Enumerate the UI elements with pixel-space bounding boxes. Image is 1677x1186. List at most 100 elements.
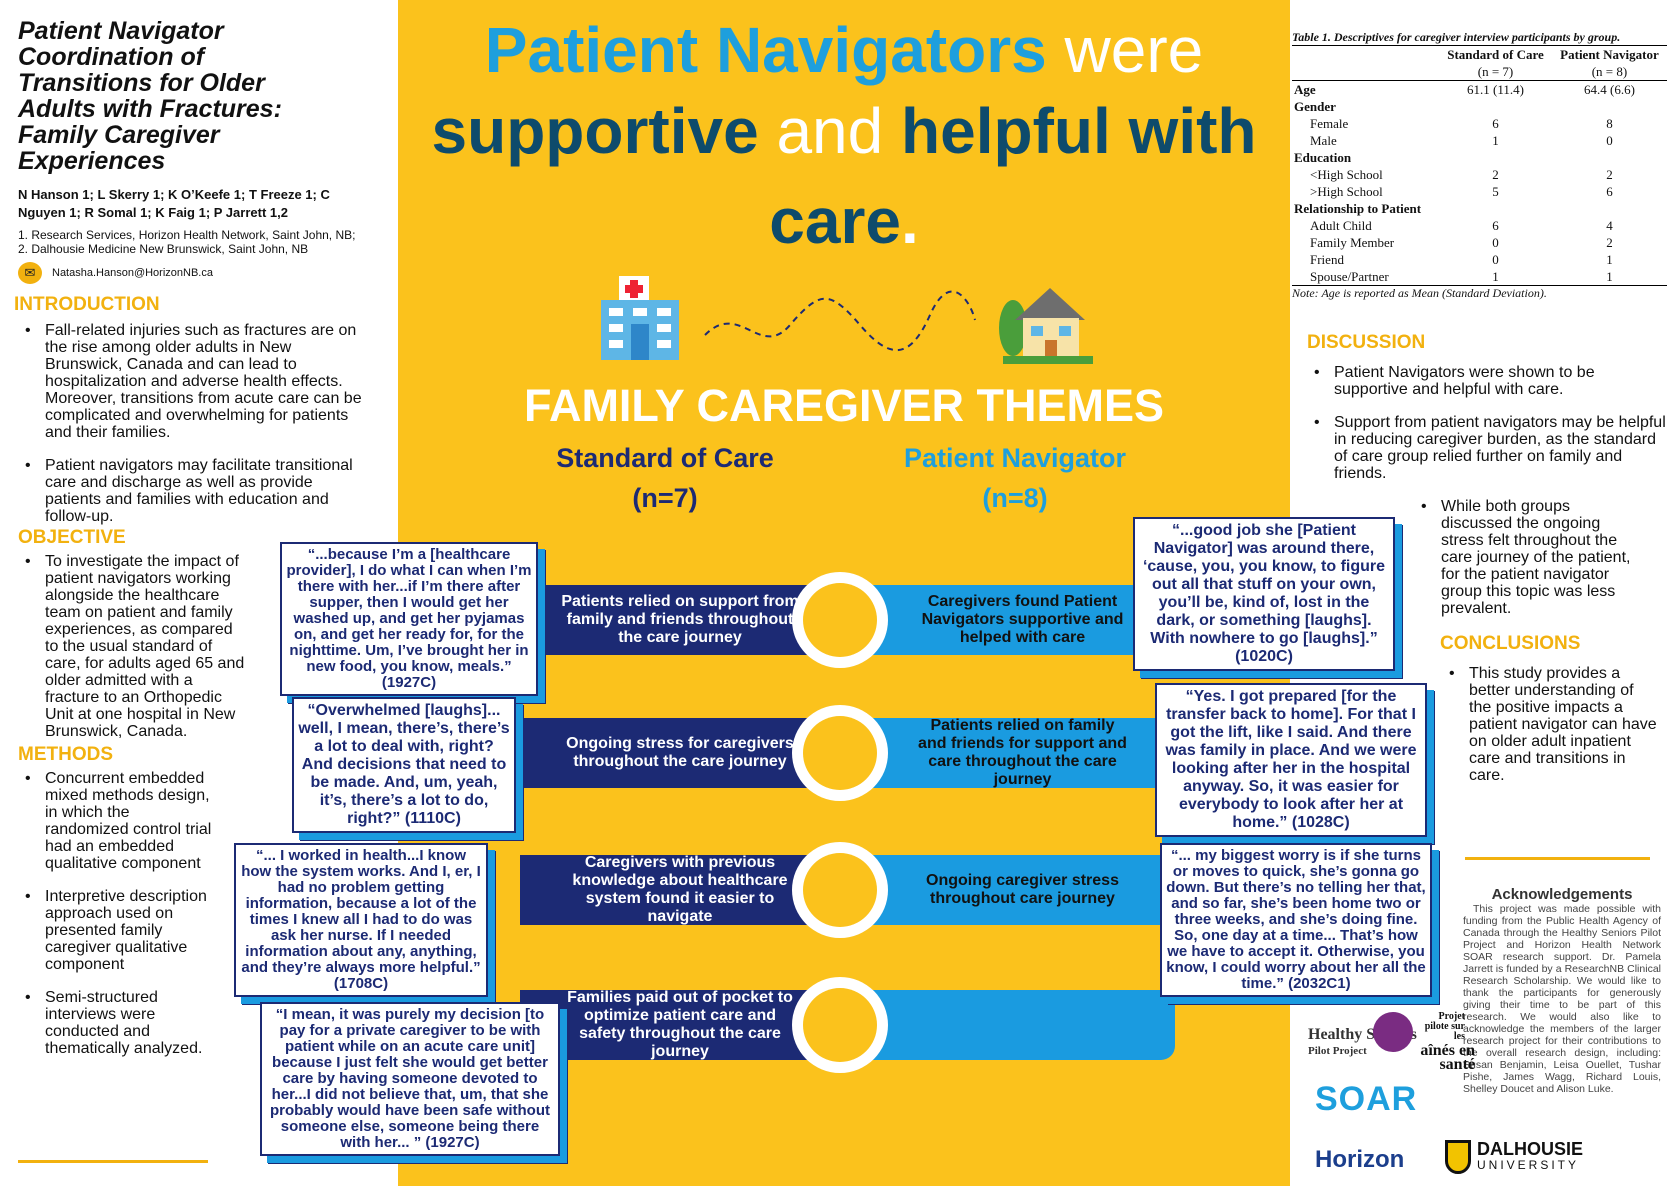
- row-label: Education: [1294, 150, 1352, 165]
- quote-right-3: “... my biggest worry is if she turns or…: [1160, 843, 1432, 997]
- theme-band-right: [840, 990, 1175, 1060]
- theme-right-text: Patients relied on family and friends fo…: [918, 717, 1127, 788]
- soar-logo: SOAR: [1315, 1080, 1418, 1118]
- horizon-logo: Horizon: [1315, 1146, 1405, 1173]
- row-label: Male: [1310, 133, 1337, 148]
- headline-part: .: [900, 185, 919, 257]
- table-row: <High School 2 2: [1292, 166, 1667, 183]
- divider: [1465, 857, 1650, 860]
- cell-pn: 64.4 (6.6): [1583, 82, 1635, 97]
- methods-bullet: Concurrent embedded mixed methods design…: [18, 770, 213, 872]
- headline-part: Patient Navigators: [484, 14, 1047, 86]
- theme-left-text: Ongoing stress for caregivers throughout…: [566, 735, 794, 770]
- hospital-icon: [595, 272, 685, 362]
- logo-text: Projet pilote sur les: [1424, 1011, 1465, 1042]
- methods-heading: METHODS: [18, 744, 113, 765]
- right-column: DISCUSSION Patient Navigators were shown…: [1307, 332, 1667, 800]
- soc-label: Standard of Care: [556, 443, 774, 473]
- cell-soc: 2: [1492, 167, 1499, 182]
- quote-left-4: “I mean, it was purely my decision [to p…: [260, 1002, 560, 1156]
- quote-left-3: “... I worked in health...I know how the…: [234, 843, 488, 997]
- intro-bullet: Fall-related injuries such as fractures …: [18, 322, 363, 441]
- ack-heading: Acknowledgements: [1491, 886, 1633, 903]
- table-row: Gender: [1292, 98, 1667, 115]
- acknowledgements: Acknowledgements This project was made p…: [1463, 886, 1661, 1095]
- table-row: Education: [1292, 149, 1667, 166]
- dashed-path-icon: [700, 290, 980, 365]
- pn-header: Patient Navigator (n=8): [850, 438, 1180, 518]
- cell-soc: 1: [1492, 133, 1499, 148]
- discussion-bullet: Support from patient navigators may be h…: [1307, 414, 1667, 482]
- row-label: >High School: [1310, 184, 1383, 199]
- soc-header: Standard of Care (n=7): [500, 438, 830, 518]
- cell-soc: 0: [1492, 252, 1499, 267]
- cell-soc: 6: [1492, 116, 1499, 131]
- intro-heading: INTRODUCTION: [14, 294, 160, 315]
- cell-pn: 2: [1606, 235, 1613, 250]
- objective-heading: OBJECTIVE: [18, 527, 126, 548]
- theme-right-text: Caregivers found Patient Navigators supp…: [921, 593, 1124, 646]
- cell-pn: 2: [1606, 167, 1613, 182]
- tree-icon: [1373, 1012, 1413, 1052]
- conclusions-bullet: This study provides a better understandi…: [1442, 665, 1657, 784]
- theme-left-text: Patients relied on support from family a…: [561, 593, 799, 646]
- headline-part: and: [758, 95, 901, 167]
- row-label: Female: [1310, 116, 1349, 131]
- logo-text: DALHOUSIE: [1477, 1139, 1584, 1159]
- cell-soc: 0: [1492, 235, 1499, 250]
- discussion-heading: DISCUSSION: [1307, 332, 1426, 353]
- shield-icon: [1445, 1140, 1471, 1174]
- email-link[interactable]: Natasha.Hanson@HorizonNB.ca: [52, 267, 213, 279]
- left-column: Patient Navigator Coordination of Transi…: [14, 18, 362, 1073]
- intro-bullet: Patient navigators may facilitate transi…: [18, 457, 363, 525]
- pn-label: Patient Navigator: [903, 443, 1127, 473]
- cell-pn: [1552, 149, 1667, 166]
- row-label: Friend: [1310, 252, 1344, 267]
- theme-circle: [792, 705, 888, 801]
- cell-soc: 1: [1492, 269, 1499, 284]
- row-label: Age: [1294, 82, 1316, 97]
- table-row: Relationship to Patient: [1292, 200, 1667, 217]
- cell-soc: 5: [1492, 184, 1499, 199]
- cell-pn: 1: [1606, 269, 1613, 284]
- theme-band-right: Caregivers found Patient Navigators supp…: [840, 585, 1175, 655]
- headline-part: supportive: [431, 95, 759, 167]
- cell-soc: [1439, 98, 1552, 115]
- logo-text: Pilot Project: [1308, 1045, 1367, 1057]
- quote-right-1: “...good job she [Patient Navigator] was…: [1133, 517, 1395, 671]
- theme-band-left: Patients relied on support from family a…: [520, 585, 840, 655]
- row-label: <High School: [1310, 167, 1383, 182]
- conclusions-heading: CONCLUSIONS: [1440, 633, 1581, 654]
- cell-pn: [1552, 98, 1667, 115]
- methods-bullet: Interpretive description approach used o…: [18, 888, 213, 973]
- quote-right-2: “Yes. I got prepared [for the transfer b…: [1155, 683, 1427, 837]
- theme-band-left: Caregivers with previous knowledge about…: [520, 854, 840, 925]
- row-label: Relationship to Patient: [1294, 201, 1422, 216]
- table-row: Spouse/Partner 1 1: [1292, 268, 1667, 285]
- objective-bullet: To investigate the impact of patient nav…: [18, 553, 250, 740]
- quote-left-1: “...because I’m a [healthcare provider],…: [280, 542, 538, 696]
- pn-n: (n=8): [982, 483, 1048, 513]
- row-label: Spouse/Partner: [1310, 269, 1389, 284]
- col-n: (n = 7): [1477, 64, 1514, 79]
- theme-right-text: Ongoing caregiver stress throughout care…: [926, 872, 1119, 907]
- theme-band-left: Ongoing stress for caregivers throughout…: [520, 718, 840, 788]
- cell-pn: 1: [1606, 252, 1613, 267]
- table-caption: Table 1. Descriptives for caregiver inte…: [1292, 30, 1667, 46]
- row-label: Adult Child: [1310, 218, 1372, 233]
- affiliation-2: 2. Dalhousie Medicine New Brunswick, Sai…: [18, 242, 309, 256]
- headline: Patient Navigators were supportive and h…: [398, 14, 1290, 266]
- cell-pn: [1552, 200, 1667, 217]
- descriptives-table: Table 1. Descriptives for caregiver inte…: [1292, 30, 1667, 301]
- theme-band-right: Patients relied on family and friends fo…: [840, 717, 1175, 788]
- quote-left-2: “Overwhelmed [laughs]... well, I mean, t…: [292, 697, 516, 833]
- soc-n: (n=7): [632, 483, 698, 513]
- discussion-bullet: Patient Navigators were shown to be supp…: [1307, 364, 1667, 398]
- theme-left-text: Families paid out of pocket to optimize …: [567, 989, 793, 1060]
- affiliation-1: 1. Research Services, Horizon Health Net…: [18, 228, 356, 242]
- methods-bullet: Semi-structured interviews were conducte…: [18, 989, 213, 1057]
- table-note: Note: Age is reported as Mean (Standard …: [1292, 285, 1667, 301]
